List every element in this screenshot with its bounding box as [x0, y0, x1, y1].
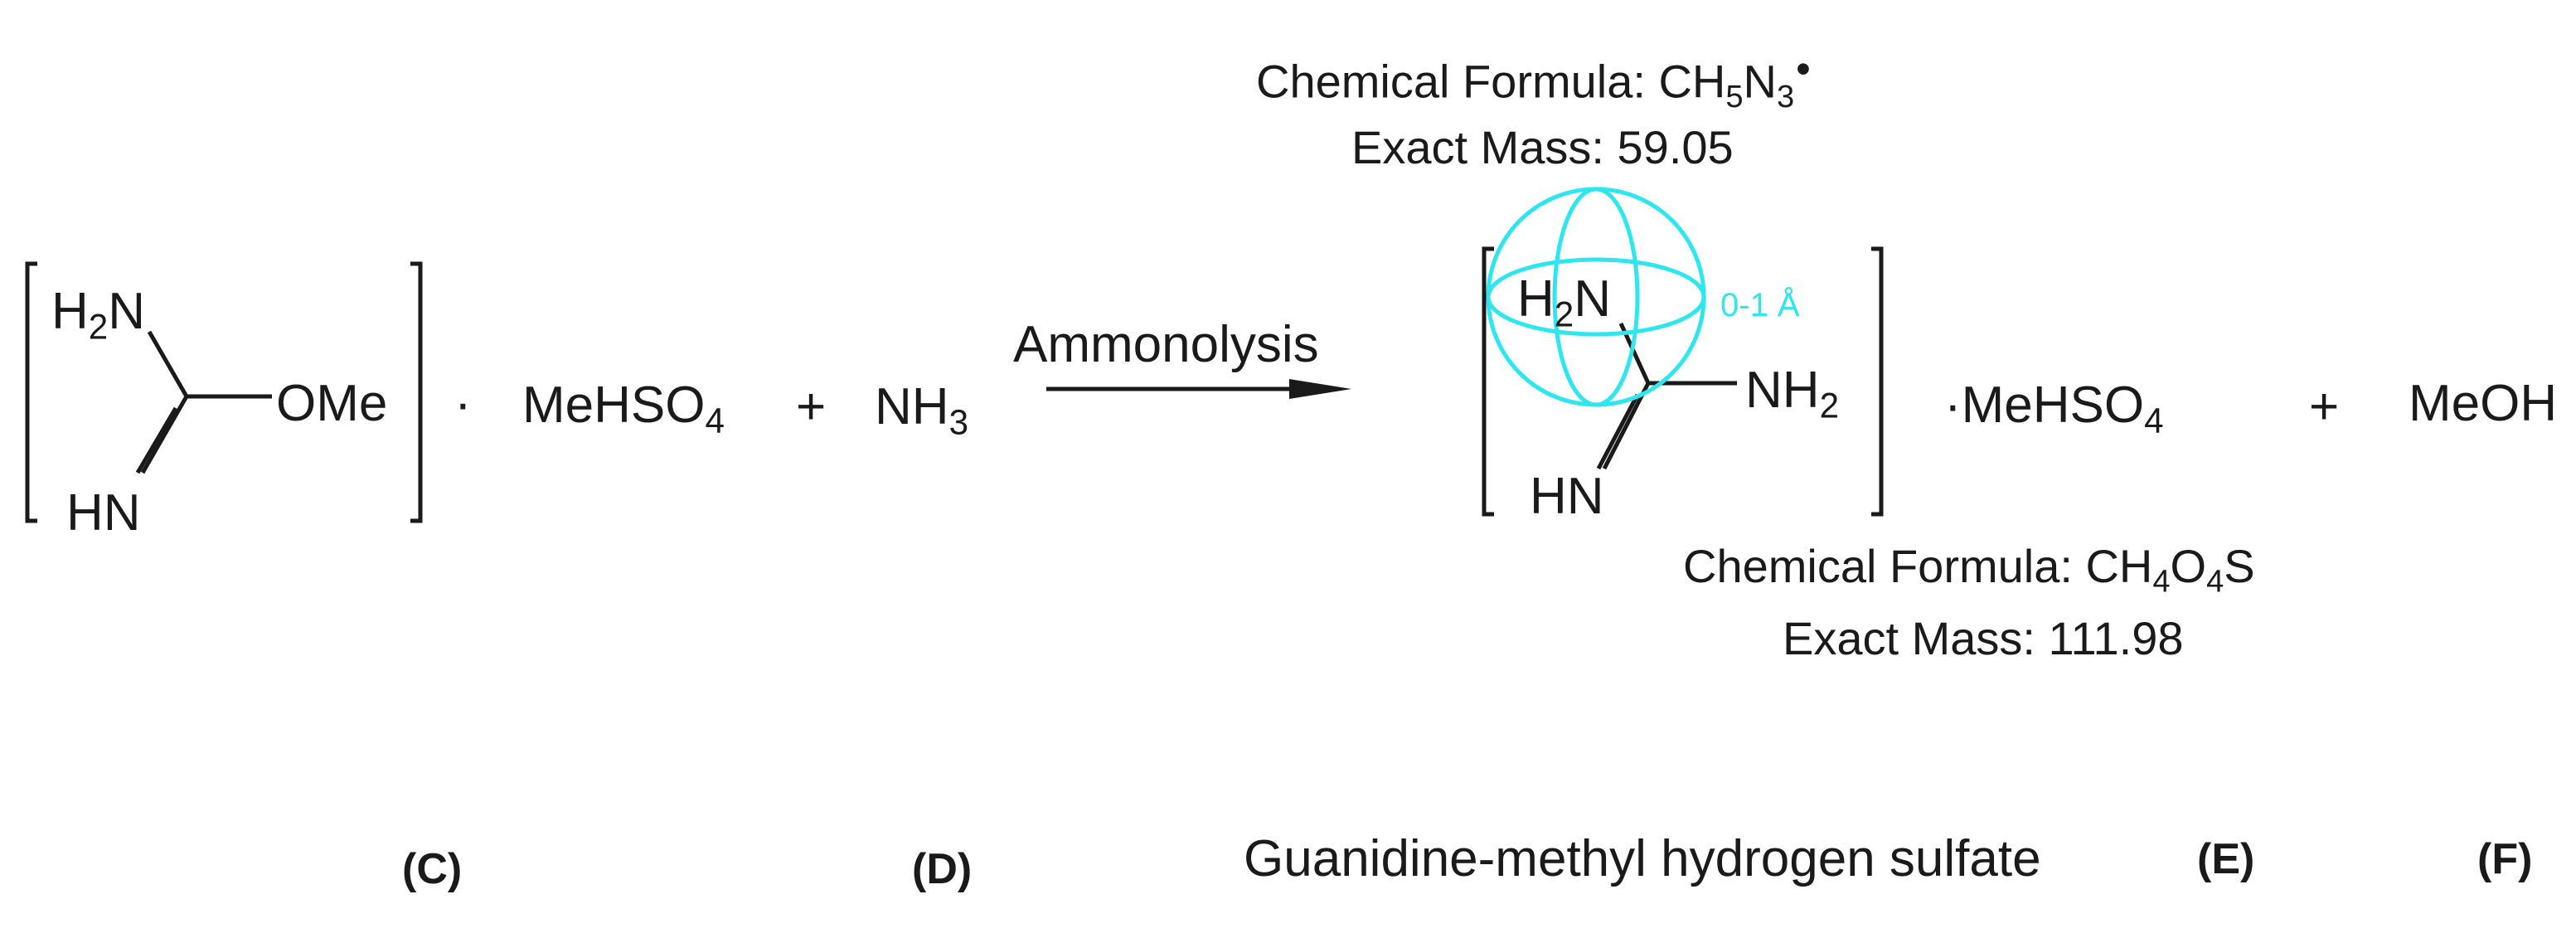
product-e-exact-mass-radical: Exact Mass: 59.05 [1351, 121, 1734, 173]
reactant-c-id: (C) [402, 845, 463, 893]
double-bond-c-nh-outer [140, 395, 189, 474]
product-e-name: Guanidine-methyl hydrogen sulfate [1244, 830, 2041, 887]
product-f-id: (F) [2477, 835, 2533, 883]
reactant-c-h2n: H2N [51, 283, 146, 347]
sphere-equator [1486, 257, 1706, 337]
reactant-d-nh3: NH3 [875, 378, 969, 442]
bracket-right-e [1871, 246, 1884, 517]
reactant-c-ome: OMe [276, 375, 388, 432]
sphere-size-label: 0-1 Å [1720, 287, 1800, 323]
product-e-hn: HN [1530, 468, 1604, 525]
reactant-d-id: (D) [912, 845, 973, 893]
product-e-nh2: NH2 [1745, 362, 1840, 425]
product-e-exact-mass-salt: Exact Mass: 111.98 [1783, 612, 2184, 664]
bond-c-nh2 [147, 330, 189, 398]
plus-sign-1: + [796, 378, 827, 435]
reaction-arrow-label: Ammonolysis [1013, 316, 1319, 373]
plus-sign-2: + [2309, 378, 2340, 435]
product-e-formula-salt: Chemical Formula: CH4O4S [1683, 540, 2255, 600]
bracket-left-c [25, 261, 37, 523]
product-e-h2n: H2N [1517, 270, 1612, 334]
product-e-formula-radical: Chemical Formula: CH5N3• [1256, 45, 1811, 115]
double-bond-c-nh-inner [135, 406, 178, 474]
reactant-c-salt-dot: · [454, 375, 472, 432]
bracket-right-c [410, 261, 423, 523]
double-bond-e-nh-inner [1596, 393, 1640, 470]
double-bond-e-nh-outer [1602, 382, 1651, 470]
product-e-id: (E) [2197, 835, 2255, 883]
bracket-left-e [1482, 246, 1494, 517]
product-f-meoh: MeOH [2409, 375, 2558, 432]
product-e-salt: ·MeHSO4 [1944, 377, 2164, 440]
reaction-arrow-head [1289, 379, 1351, 399]
sphere-meridian [1552, 187, 1640, 407]
reactant-c-hn: HN [66, 484, 141, 542]
sphere-wireframe [1486, 187, 1706, 407]
reactant-c-salt: MeHSO4 [522, 377, 725, 440]
